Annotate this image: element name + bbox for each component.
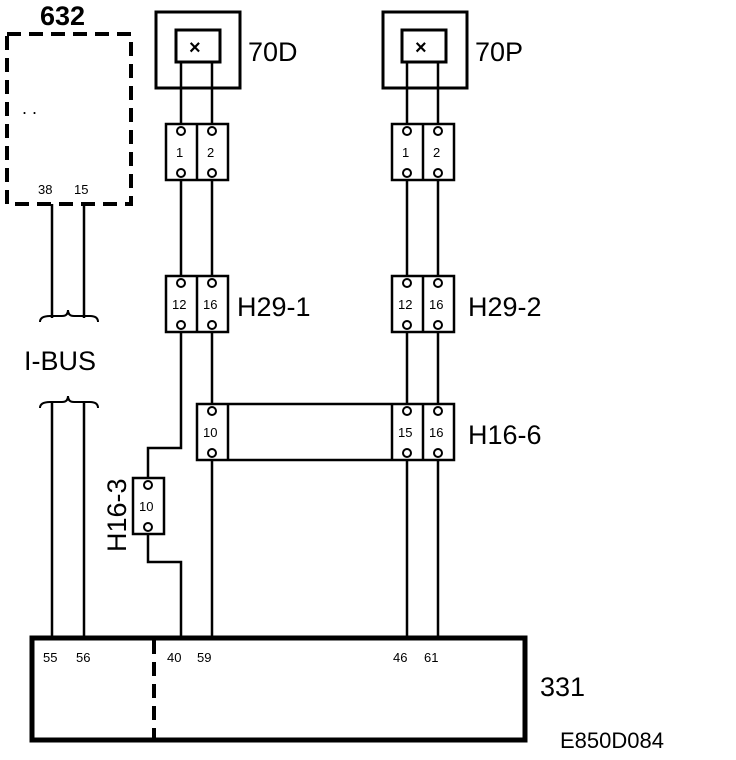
h29-2-pin-12: 12: [398, 297, 412, 312]
connector-h29-2: 12 16 H29-2: [390, 274, 542, 334]
diagram-code: E850D084: [560, 728, 664, 753]
h16-3-label: H16-3: [102, 478, 132, 552]
i-bus-wires: I-BUS: [24, 204, 99, 638]
connector-left-top: 1 2: [164, 122, 230, 182]
wires-right: [405, 62, 440, 638]
connector-h16-3: 10 H16-3: [102, 476, 166, 552]
h29-1-label: H29-1: [237, 292, 311, 322]
module-331-pin-61: 61: [424, 650, 438, 665]
connector-left-top-pin-1: 1: [176, 145, 183, 160]
speaker-70p-label: 70P: [475, 37, 523, 67]
h16-6-pin-16: 16: [429, 425, 443, 440]
module-331-pin-59: 59: [197, 650, 211, 665]
connector-h16-6: 10 15 16 H16-6: [195, 402, 542, 462]
speaker-70d-symbol: ×: [189, 37, 201, 59]
h16-3-pin-10: 10: [139, 499, 153, 514]
module-331-pin-55: 55: [43, 650, 57, 665]
speaker-70p-symbol: ×: [415, 37, 427, 59]
h29-2-label: H29-2: [468, 292, 542, 322]
wires-left: [146, 62, 214, 638]
module-331-pin-40: 40: [167, 650, 181, 665]
i-bus-label: I-BUS: [24, 346, 96, 376]
h16-6-pin-15: 15: [398, 425, 412, 440]
connector-right-top-pin-2: 2: [433, 145, 440, 160]
h29-1-pin-12: 12: [172, 297, 186, 312]
module-632-dots: . .: [22, 98, 37, 118]
connector-h29-1: 12 16 H29-1: [164, 274, 311, 334]
module-331-pin-46: 46: [393, 650, 407, 665]
module-331-label: 331: [540, 672, 585, 702]
module-632-label: 632: [40, 1, 85, 31]
connector-right-top: 1 2: [390, 122, 456, 182]
h16-6-label: H16-6: [468, 420, 542, 450]
module-632-pin-38: 38: [38, 182, 52, 197]
module-632: 632 . . 38 15: [5, 1, 133, 206]
module-331: 55 56 40 59 46 61 331: [29, 635, 585, 743]
connector-left-top-pin-2: 2: [207, 145, 214, 160]
h16-6-pin-10: 10: [203, 425, 217, 440]
speaker-70p: × 70P: [381, 10, 523, 90]
module-331-pin-56: 56: [76, 650, 90, 665]
h29-1-pin-16: 16: [203, 297, 217, 312]
h29-2-pin-16: 16: [429, 297, 443, 312]
connector-right-top-pin-1: 1: [402, 145, 409, 160]
module-632-pin-15: 15: [74, 182, 88, 197]
speaker-70d-label: 70D: [248, 37, 298, 67]
speaker-70d: × 70D: [154, 10, 298, 90]
